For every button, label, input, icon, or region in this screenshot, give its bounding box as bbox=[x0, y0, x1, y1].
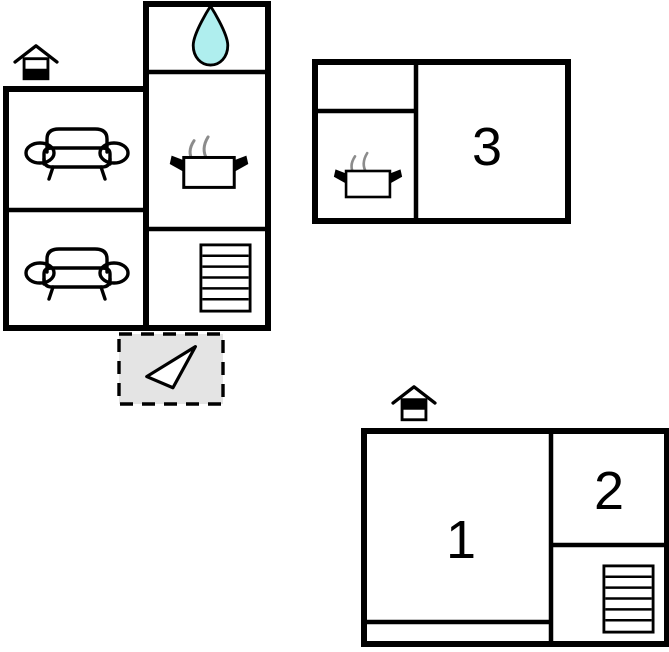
room-number-3: 3 bbox=[472, 117, 502, 177]
room-number-1: 1 bbox=[446, 510, 476, 570]
room-number-2: 2 bbox=[594, 461, 624, 521]
terrace-outline bbox=[117, 332, 225, 406]
house-entrance-icon bbox=[13, 44, 59, 82]
stairs-icon bbox=[199, 243, 252, 313]
house-entrance-icon bbox=[391, 385, 437, 423]
terrace-area bbox=[117, 332, 225, 406]
stairs-icon bbox=[602, 564, 655, 634]
building-top-right: 3 bbox=[312, 59, 571, 224]
building-bottom-right: 1 2 bbox=[361, 385, 669, 647]
building-left bbox=[3, 1, 271, 331]
